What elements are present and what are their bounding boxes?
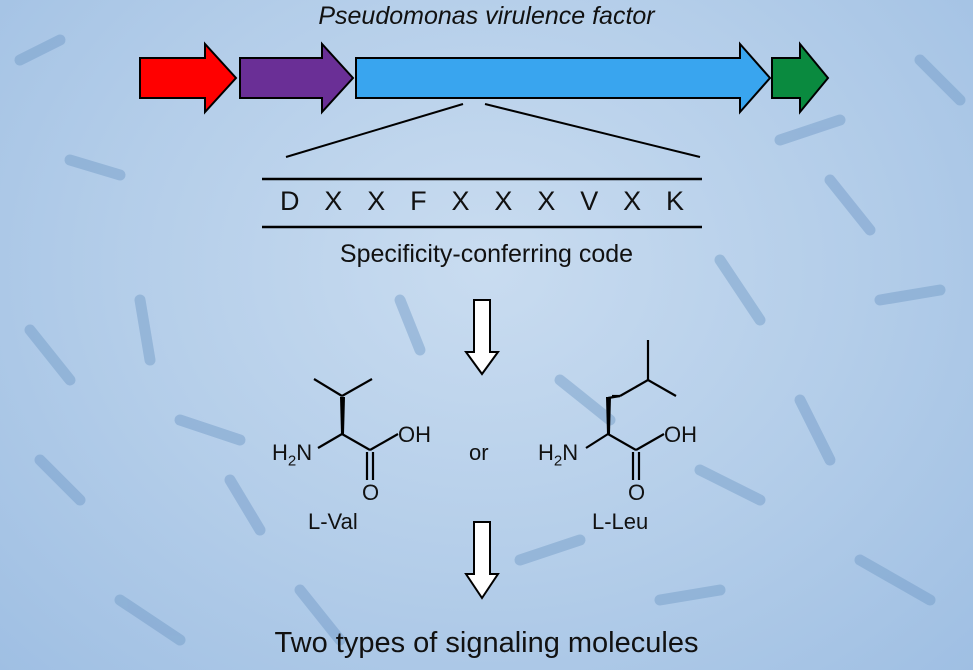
leu-label: L-Leu (592, 509, 649, 534)
val-carbonyl-oxygen: O (362, 480, 380, 505)
down-arrow-2 (464, 521, 500, 600)
code-letter: F (410, 186, 427, 216)
leu-amine-group: H2N (538, 440, 579, 470)
code-letter: X (324, 186, 343, 216)
code-letter: K (665, 186, 684, 216)
code-letter: D (280, 186, 300, 216)
val-hydroxyl: OH (398, 422, 431, 447)
code-sequence: D X X F X X X V X K (262, 186, 702, 217)
diagram-title: Pseudomonas virulence factor (318, 2, 655, 30)
leucine-structure (585, 340, 677, 480)
leu-carbonyl-oxygen: O (628, 480, 646, 505)
gene-arrow-blue (355, 41, 772, 115)
code-letter: X (367, 186, 386, 216)
or-connector: or (469, 440, 489, 465)
code-letter: V (580, 186, 599, 216)
leu-hydroxyl: OH (664, 422, 697, 447)
gene-arrow-green (771, 41, 830, 115)
zoom-line-left (285, 103, 464, 158)
code-caption: Specificity-conferring code (339, 240, 634, 268)
val-label: L-Val (308, 509, 358, 534)
zoom-line-right (484, 103, 701, 158)
gene-arrow-red (139, 41, 238, 115)
down-arrow-1 (464, 299, 500, 376)
valine-structure (313, 378, 399, 480)
val-amine-group: H2N (272, 440, 313, 470)
gene-arrow-purple (239, 41, 355, 115)
code-letter: X (537, 186, 556, 216)
bottom-caption: Two types of signaling molecules (274, 627, 699, 659)
code-letter: X (623, 186, 642, 216)
code-letter: X (451, 186, 470, 216)
code-letter: X (494, 186, 513, 216)
